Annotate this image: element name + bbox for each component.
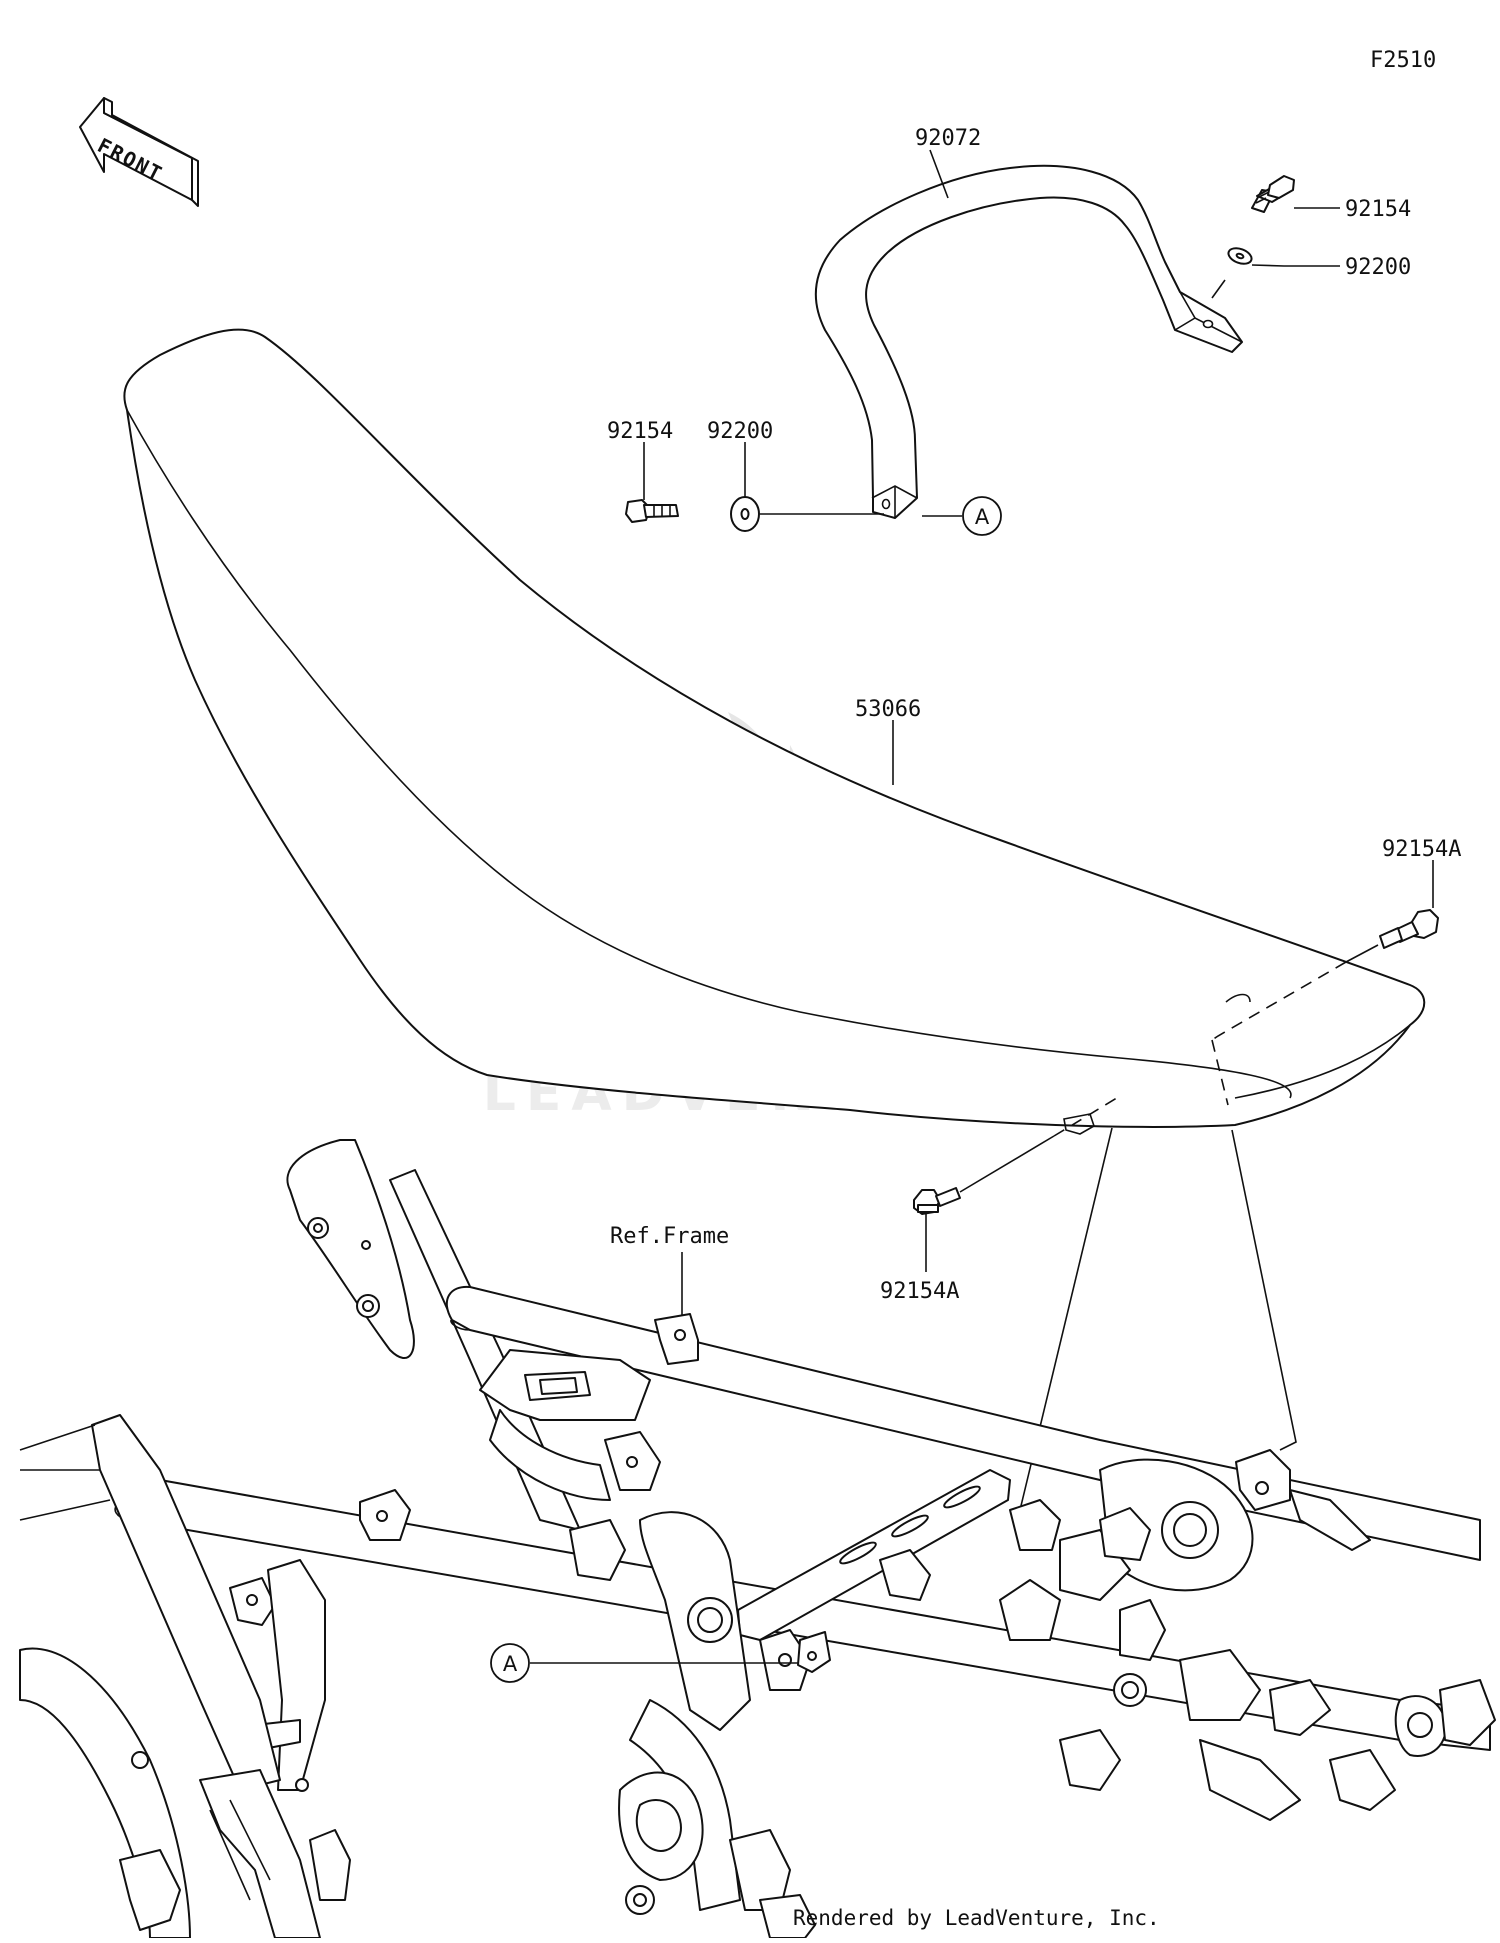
seat-53066 xyxy=(123,328,1426,1135)
label-bolt-left: 92154 xyxy=(607,419,673,444)
figure-code: F2510 xyxy=(1370,48,1436,73)
label-ref-frame: Ref.Frame xyxy=(610,1224,729,1249)
frame-assembly xyxy=(19,1139,1496,1939)
washer-92200-left xyxy=(730,496,760,532)
svg-text:A: A xyxy=(975,505,990,529)
label-seat-bolt-rear: 92154A xyxy=(1382,837,1461,862)
label-seat-bolt-front: 92154A xyxy=(880,1279,959,1304)
label-bolt-right: 92154 xyxy=(1345,197,1411,222)
footer-credit: Rendered by LeadVenture, Inc. xyxy=(793,1906,1160,1930)
ref-a-top: A xyxy=(962,496,1002,536)
ref-a-bottom: A xyxy=(490,1643,530,1683)
label-grab-bar: 92072 xyxy=(915,126,981,151)
bolt-92154A-rear xyxy=(1379,909,1439,949)
bolt-92154-right xyxy=(1251,175,1295,213)
grab-bar-92072 xyxy=(814,164,1243,519)
front-arrow-icon: FRONT xyxy=(79,97,199,207)
label-washer-left: 92200 xyxy=(707,419,773,444)
washer-92200-right xyxy=(1227,247,1253,265)
bolt-92154-left xyxy=(625,499,679,523)
svg-text:A: A xyxy=(503,1652,518,1676)
label-washer-right: 92200 xyxy=(1345,255,1411,280)
label-seat: 53066 xyxy=(855,697,921,722)
bolt-92154A-front xyxy=(913,1187,961,1215)
